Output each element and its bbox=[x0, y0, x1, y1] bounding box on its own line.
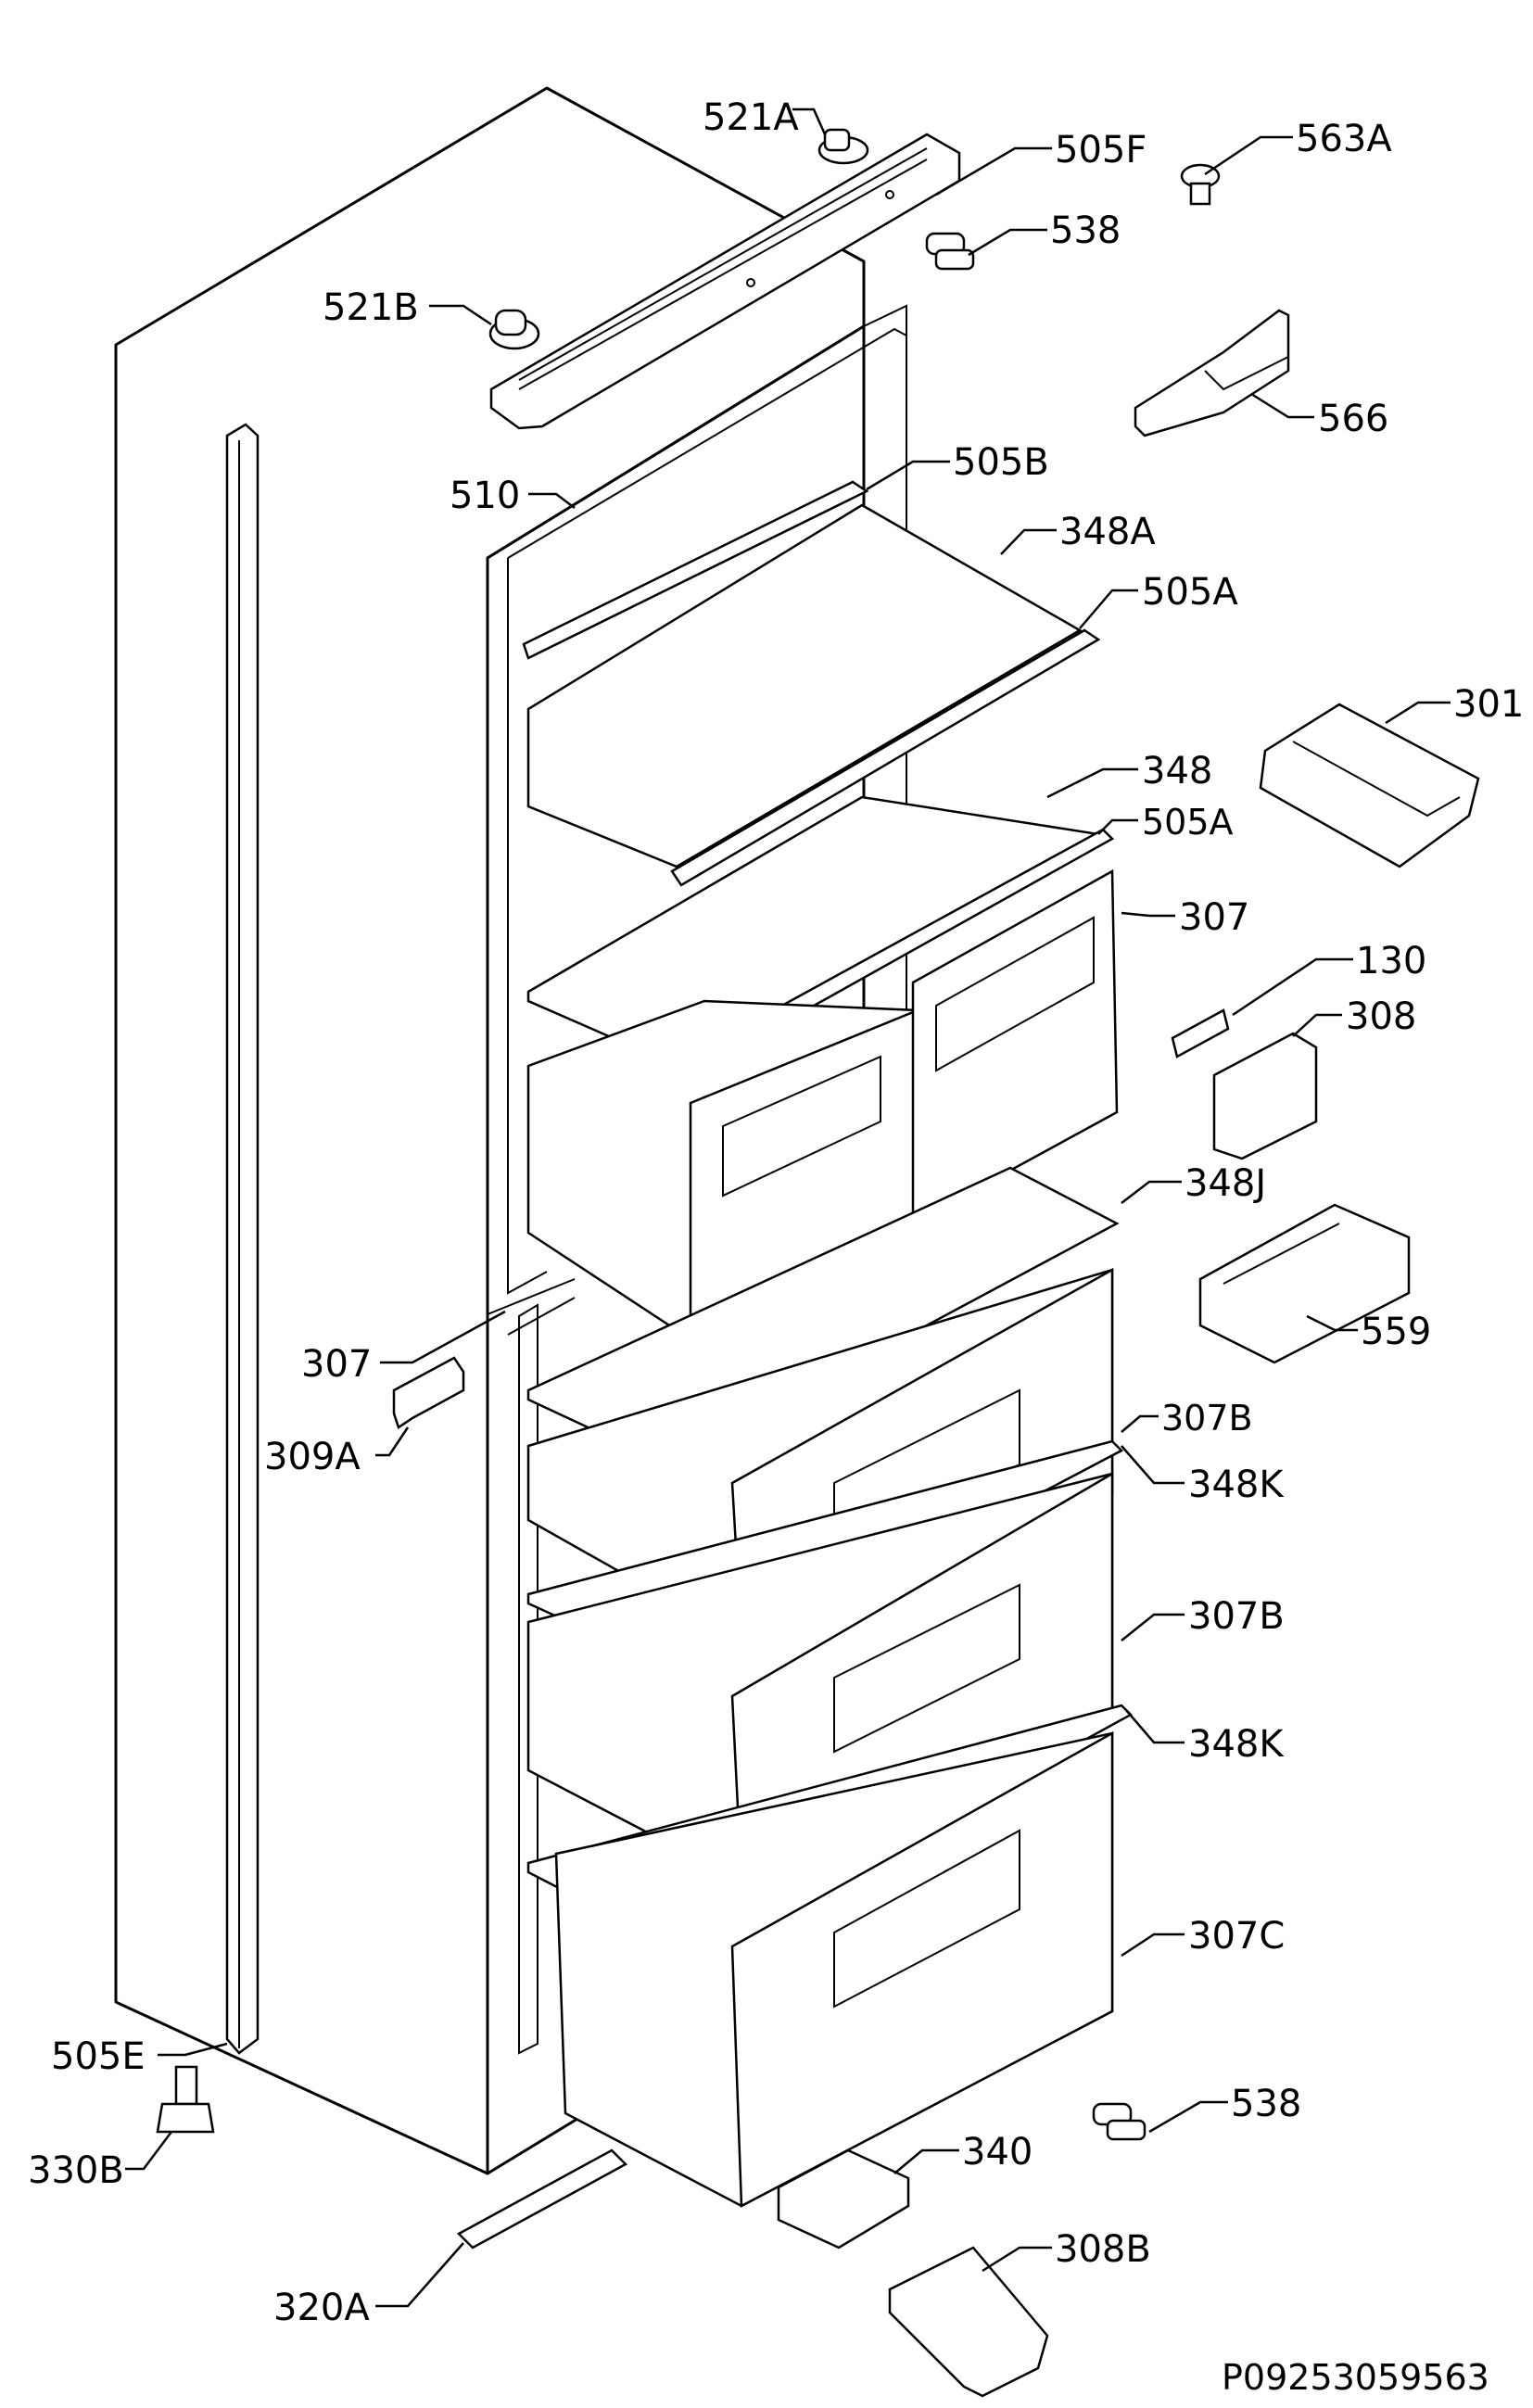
label-348a: 348A bbox=[1059, 511, 1156, 553]
label-566: 566 bbox=[1318, 398, 1388, 440]
label-559: 559 bbox=[1361, 1311, 1431, 1353]
bracket-309a bbox=[392, 1356, 465, 1429]
leader-lines bbox=[125, 108, 1451, 2308]
label-538-top: 538 bbox=[1050, 209, 1121, 252]
label-510: 510 bbox=[450, 475, 520, 517]
label-320a: 320A bbox=[273, 2287, 370, 2329]
label-563a: 563A bbox=[1296, 118, 1392, 160]
label-505f: 505F bbox=[1055, 129, 1147, 171]
top-rail-505f bbox=[489, 133, 961, 430]
pin-538-top bbox=[925, 232, 975, 271]
handle-566 bbox=[1134, 309, 1290, 437]
label-330b: 330B bbox=[28, 2149, 124, 2192]
label-309a: 309A bbox=[264, 1436, 361, 1478]
part-labels: 521A 505F 563A 538 521B 566 510 505B 348… bbox=[28, 96, 1524, 2398]
foot-330b bbox=[156, 2065, 215, 2134]
label-130: 130 bbox=[1356, 940, 1426, 982]
label-307b-1: 307B bbox=[1161, 1398, 1253, 1438]
label-348: 348 bbox=[1142, 750, 1212, 792]
glass-shelf-348a bbox=[522, 480, 1101, 887]
label-308: 308 bbox=[1346, 995, 1416, 1038]
label-308b: 308B bbox=[1055, 2228, 1151, 2271]
block-340 bbox=[777, 2148, 910, 2250]
label-307c: 307C bbox=[1188, 1915, 1285, 1958]
label-505e: 505E bbox=[51, 2035, 146, 2078]
ice-tray-301 bbox=[1259, 703, 1480, 868]
label-307-right: 307 bbox=[1179, 896, 1249, 939]
label-521b: 521B bbox=[323, 286, 419, 329]
pin-538-bottom bbox=[1092, 2102, 1147, 2141]
rail-320a bbox=[456, 2148, 628, 2250]
label-348j: 348J bbox=[1185, 1162, 1266, 1205]
label-340: 340 bbox=[962, 2131, 1033, 2174]
cover-130 bbox=[1171, 1008, 1230, 1058]
label-307b-2: 307B bbox=[1188, 1595, 1285, 1638]
label-348k-2: 348K bbox=[1188, 1723, 1285, 1766]
drawer-307-right bbox=[911, 868, 1119, 1226]
hinge-cover-521a bbox=[817, 128, 869, 165]
label-538-bottom: 538 bbox=[1231, 2083, 1301, 2125]
door-seal-505e bbox=[225, 423, 260, 2055]
label-307-left: 307 bbox=[301, 1343, 372, 1386]
bottom-hinge-308b bbox=[888, 2246, 1049, 2398]
label-505a-2: 505A bbox=[1142, 802, 1234, 843]
tray-559 bbox=[1198, 1203, 1411, 1364]
label-521a: 521A bbox=[703, 96, 799, 139]
label-301: 301 bbox=[1453, 683, 1524, 726]
label-505b: 505B bbox=[953, 441, 1049, 484]
hinge-cover-521b bbox=[488, 309, 540, 350]
drawer-307c bbox=[554, 1730, 1114, 2209]
drawing-id: P09253059563 bbox=[1222, 2357, 1489, 2398]
label-505a-1: 505A bbox=[1142, 571, 1238, 614]
screw-563a bbox=[1180, 163, 1221, 206]
hinge-308 bbox=[1212, 1032, 1318, 1160]
label-348k-1: 348K bbox=[1188, 1464, 1285, 1506]
